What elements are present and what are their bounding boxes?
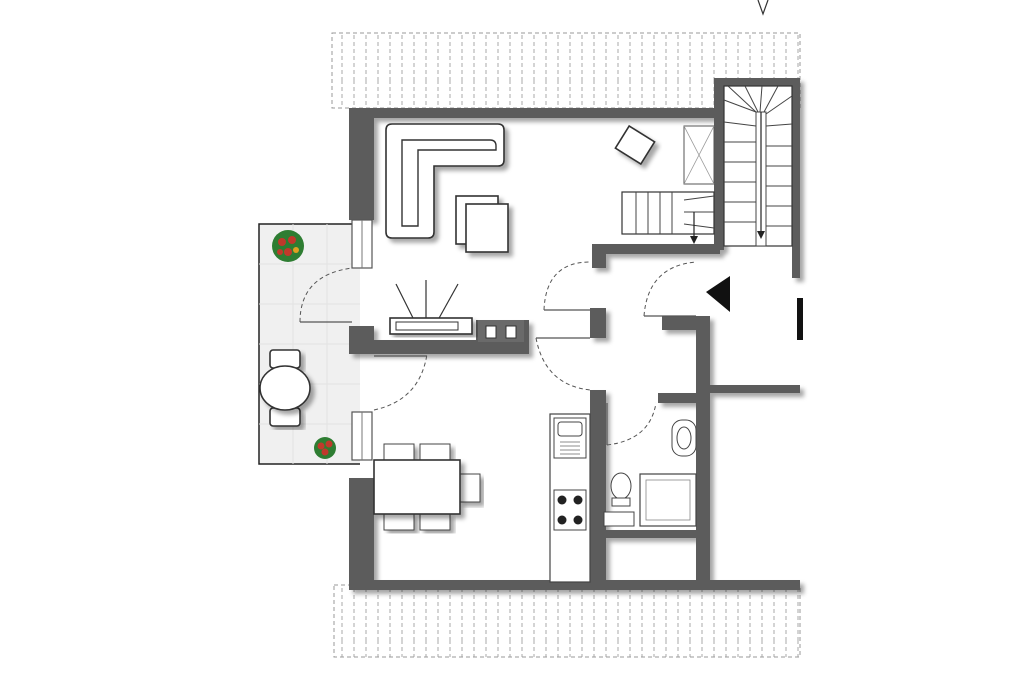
kitchen <box>549 413 591 583</box>
fireplace-unit <box>478 320 524 342</box>
terrace-furniture <box>259 230 336 459</box>
stove-icon <box>553 489 587 531</box>
walls <box>349 78 800 590</box>
window-living <box>351 219 373 269</box>
plant-icon <box>314 437 336 459</box>
dining-area <box>373 443 481 531</box>
washbasin-icon <box>671 419 697 457</box>
armchair-squares <box>455 195 509 253</box>
plant-icon <box>272 230 304 262</box>
sink-icon <box>553 417 587 459</box>
living-room <box>385 123 656 342</box>
staircase-small <box>621 125 715 244</box>
side-table <box>614 124 656 166</box>
terrace <box>258 223 362 465</box>
north-tick-icon <box>757 0 769 16</box>
bathroom <box>603 419 697 527</box>
staircase-main <box>723 85 793 247</box>
shower-tray <box>639 473 697 527</box>
roof-overhang-bottom <box>333 584 801 658</box>
toilet-icon <box>610 472 632 507</box>
sofa-corner <box>385 123 505 239</box>
tv-stand <box>389 280 473 335</box>
north-arrow-icon <box>706 276 803 340</box>
door-swings <box>299 261 697 446</box>
window-dining <box>351 411 373 461</box>
